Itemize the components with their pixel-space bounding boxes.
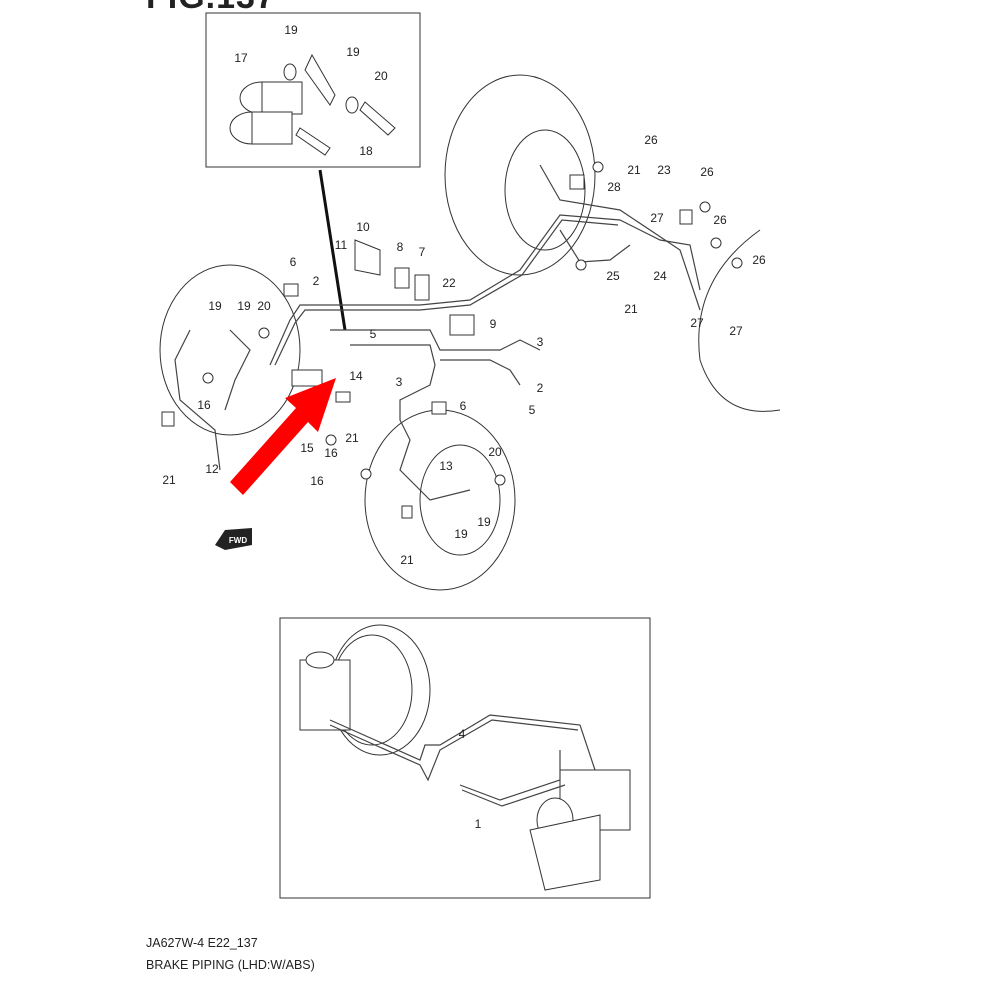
part-callout-22: 22 <box>442 276 456 290</box>
rear-wheel <box>444 74 596 276</box>
part-callout-8: 8 <box>397 240 404 254</box>
part-callout-27: 27 <box>690 316 704 330</box>
part-callout-20: 20 <box>257 299 271 313</box>
part-callout-14: 14 <box>349 369 363 383</box>
abs-unit-inset <box>279 617 651 899</box>
part-callout-26: 26 <box>713 213 727 227</box>
part-callout-19: 19 <box>454 527 468 541</box>
part-callout-21: 21 <box>345 431 359 445</box>
part-callout-28: 28 <box>607 180 621 194</box>
part-callout-19: 19 <box>237 299 251 313</box>
part-callout-26: 26 <box>700 165 714 179</box>
figure-title: FIG.137 <box>146 0 276 17</box>
master-cylinder-booster <box>299 624 431 756</box>
caliper-part <box>229 53 396 156</box>
right-front-wheel <box>364 409 516 591</box>
highlight-arrow <box>230 378 336 495</box>
part-callout-19: 19 <box>477 515 491 529</box>
part-callout-19: 19 <box>346 45 360 59</box>
part-callout-1: 1 <box>475 817 482 831</box>
part-callout-16: 16 <box>324 446 338 460</box>
part-callout-16: 16 <box>197 398 211 412</box>
part-callout-21: 21 <box>400 553 414 567</box>
part-callout-27: 27 <box>729 324 743 338</box>
part-callout-2: 2 <box>537 381 544 395</box>
part-callout-26: 26 <box>644 133 658 147</box>
part-callout-19: 19 <box>284 23 298 37</box>
fwd-label: FWD <box>229 536 247 545</box>
part-callout-27: 27 <box>650 211 664 225</box>
small-parts <box>161 161 743 519</box>
part-callout-21: 21 <box>627 163 641 177</box>
part-callout-6: 6 <box>460 399 467 413</box>
part-callout-10: 10 <box>356 220 370 234</box>
inset-pointer-line <box>318 169 347 331</box>
brake-pipes <box>174 164 701 501</box>
part-callout-21: 21 <box>162 473 176 487</box>
part-callout-19: 19 <box>208 299 222 313</box>
part-callout-20: 20 <box>488 445 502 459</box>
part-callout-24: 24 <box>653 269 667 283</box>
right-rear-wheel <box>698 229 781 412</box>
part-callout-23: 23 <box>657 163 671 177</box>
forward-direction-badge: FWD <box>215 528 252 550</box>
caliper-detail-inset <box>205 12 421 168</box>
part-callout-7: 7 <box>419 245 426 259</box>
part-callout-16: 16 <box>310 474 324 488</box>
diagram-code: JA627W-4 E22_137 <box>146 936 258 950</box>
part-callout-3: 3 <box>396 375 403 389</box>
part-callout-2: 2 <box>313 274 320 288</box>
part-callout-5: 5 <box>529 403 536 417</box>
part-callout-3: 3 <box>537 335 544 349</box>
part-callout-20: 20 <box>374 69 388 83</box>
part-callout-12: 12 <box>205 462 219 476</box>
part-callout-18: 18 <box>359 144 373 158</box>
part-callout-4: 4 <box>459 727 466 741</box>
part-callout-26: 26 <box>752 253 766 267</box>
part-callout-25: 25 <box>606 269 620 283</box>
part-callout-5: 5 <box>370 327 377 341</box>
diagram-description: BRAKE PIPING (LHD:W/ABS) <box>146 958 315 972</box>
part-callout-13: 13 <box>439 459 453 473</box>
left-front-disc <box>159 264 301 436</box>
part-callout-21: 21 <box>624 302 638 316</box>
part-callout-6: 6 <box>290 255 297 269</box>
abs-hydraulic-unit <box>529 769 631 891</box>
part-callout-15: 15 <box>300 441 314 455</box>
part-callout-11: 11 <box>335 238 348 252</box>
part-callout-9: 9 <box>490 317 497 331</box>
part-callout-17: 17 <box>234 51 248 65</box>
abs-pipes <box>329 714 596 807</box>
